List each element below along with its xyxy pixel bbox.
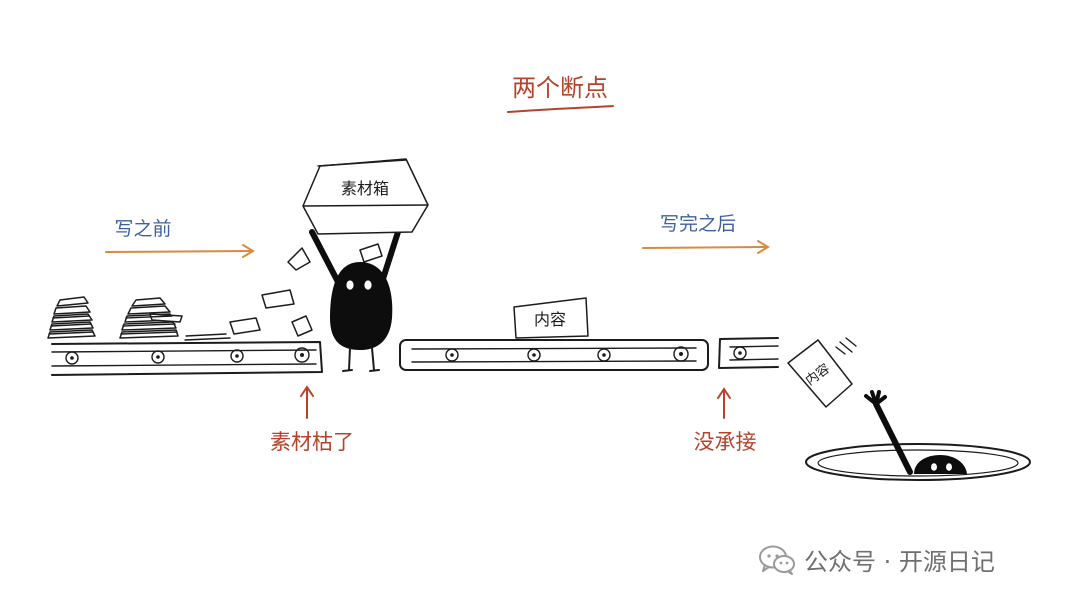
- marker-materials-dried: [300, 385, 314, 419]
- marker-no-handoff: [717, 387, 731, 419]
- paper-stack-low: [184, 333, 231, 341]
- paper-stack-left: [47, 296, 96, 339]
- materials-box: 素材箱: [302, 158, 429, 235]
- content-card-label: 内容: [534, 310, 566, 329]
- label-materials-dried: 素材枯了: [270, 430, 354, 454]
- paper-stack-middle: [119, 297, 183, 339]
- sinking-eye-left: [931, 463, 937, 471]
- arrow-before-writing: [105, 244, 255, 258]
- label-no-handoff: 没承接: [694, 430, 757, 454]
- conveyor-right-stub: [718, 337, 779, 369]
- character-eye-left: [346, 280, 354, 290]
- title-underline: [507, 105, 614, 113]
- content-card: 内容: [513, 297, 589, 339]
- materials-box-label: 素材箱: [341, 179, 389, 198]
- conveyor-left: [51, 341, 323, 376]
- sinking-character-body: [914, 455, 967, 474]
- character-holding-box: [309, 229, 401, 372]
- label-before-writing: 写之前: [114, 218, 171, 240]
- flying-papers: [229, 243, 383, 337]
- watermark-text: 公众号 · 开源日记: [804, 548, 995, 576]
- character-body: [330, 262, 393, 350]
- diagram-title: 两个断点: [512, 74, 608, 102]
- sinking-eye-right: [946, 463, 952, 471]
- character-eye-right: [364, 280, 372, 290]
- wechat-icon: [759, 545, 795, 575]
- arrow-after-writing: [642, 240, 770, 254]
- sinking-character: [864, 390, 967, 475]
- label-after-writing: 写完之后: [660, 213, 736, 235]
- watermark: 公众号 · 开源日记: [758, 542, 995, 577]
- falling-content-card: 内容: [787, 337, 857, 408]
- hole: [805, 443, 1031, 481]
- conveyor-middle: [399, 339, 709, 371]
